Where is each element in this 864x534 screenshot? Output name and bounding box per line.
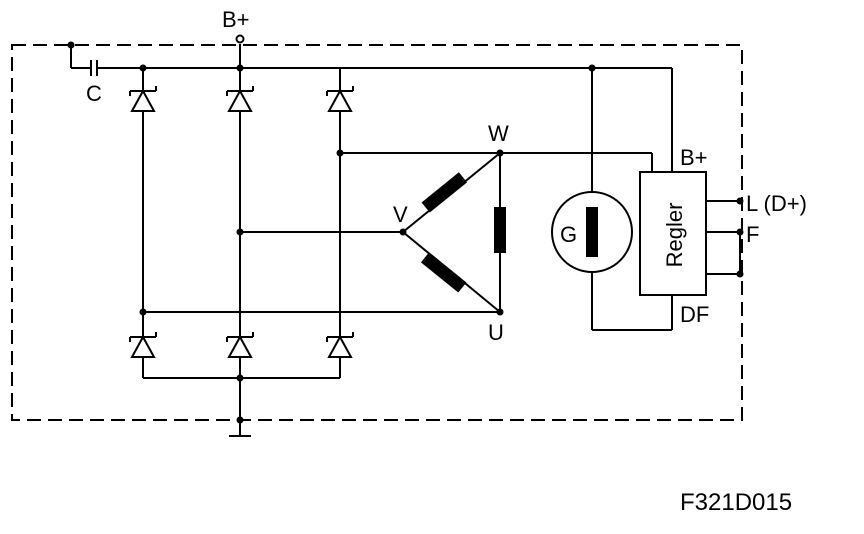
lower-diode-1: [129, 332, 157, 358]
regulator-box: [639, 171, 707, 296]
upper-diode-3: [326, 86, 354, 112]
stator-winding: [402, 152, 506, 313]
junction-dots: [67, 41, 744, 424]
lower-diode-2: [226, 332, 254, 358]
figure-code: F321D015: [680, 489, 792, 516]
b-plus-label: B+: [222, 7, 250, 32]
phase-w-label: W: [488, 121, 509, 146]
terminal-l-label: L (D+): [746, 191, 807, 216]
upper-diode-2: [226, 86, 254, 112]
upper-diode-1: [129, 86, 157, 112]
lower-diode-3: [326, 332, 354, 358]
regulator-b-plus-label: B+: [680, 145, 708, 170]
regulator-df-label: DF: [680, 302, 709, 327]
terminal-wiring: [706, 200, 741, 275]
capacitor-label: C: [86, 81, 102, 106]
phase-u-label: U: [488, 320, 504, 345]
housing-frame: [11, 44, 743, 421]
phase-v-label: V: [393, 202, 408, 227]
b-plus-terminal: [235, 34, 245, 68]
generator-field: [551, 68, 673, 331]
regulator-label: Regler: [662, 203, 687, 268]
terminal-f-label: F: [746, 222, 759, 247]
generator-label: G: [560, 222, 577, 247]
capacitor: [70, 45, 143, 76]
